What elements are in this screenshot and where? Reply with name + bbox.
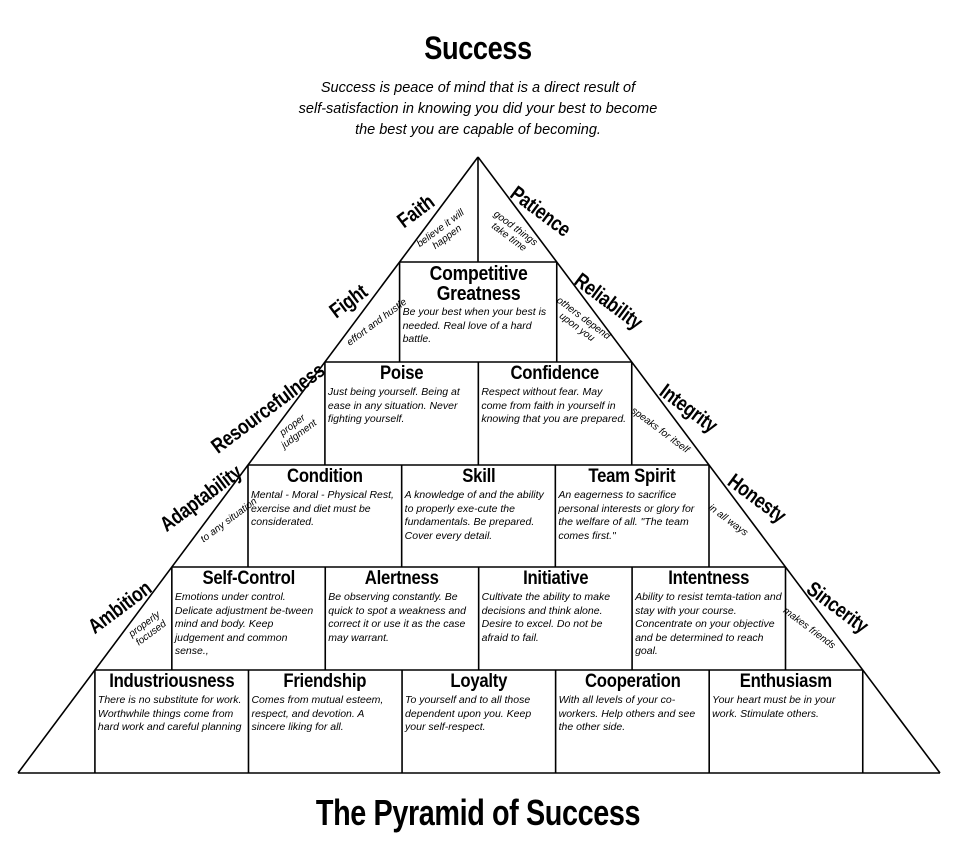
block-title: Intentness <box>668 568 750 589</box>
block-description: Your heart must be in your work. Stimula… <box>712 694 836 720</box>
block-description: Just being yourself. Being at ease in an… <box>327 386 460 425</box>
block-description: A knowledge of and the ability to proper… <box>404 489 544 542</box>
block-description: Be observing constantly. Be quick to spo… <box>328 591 466 644</box>
block-title: Confidence <box>510 363 600 384</box>
block-title: Skill <box>461 466 496 487</box>
block-title: Loyalty <box>450 671 508 692</box>
subtitle-line: Success is peace of mind that is a direc… <box>320 80 636 96</box>
pyramid-title: The Pyramid of Success <box>315 792 641 833</box>
block-description: Mental - Moral - Physical Rest, exercise… <box>251 489 394 528</box>
block-description: With all levels of your co-workers. Help… <box>558 694 696 733</box>
block-description: An eagerness to sacrifice personal inter… <box>558 489 695 542</box>
block-title: Industriousness <box>109 671 235 692</box>
block-title: Self-Control <box>202 568 295 589</box>
block-title: Cooperation <box>584 671 681 692</box>
block-title: Competitive Greatness <box>429 263 528 305</box>
block-description: Respect without fear. May come from fait… <box>481 386 627 425</box>
block-title: Initiative <box>522 568 588 589</box>
block-title: Condition <box>287 466 363 487</box>
block-description: Cultivate the ability to make decisions … <box>481 591 611 644</box>
success-definition: Success is peace of mind that is a direc… <box>200 78 756 141</box>
block-title: Friendship <box>283 671 367 692</box>
heading-success: Success <box>424 30 532 66</box>
block-description: Comes from mutual esteem, respect, and d… <box>251 694 384 733</box>
block-description: Ability to resist temta-tation and stay … <box>635 591 782 657</box>
subtitle-line: the best you are capable of becoming. <box>355 122 601 138</box>
block-title: Enthusiasm <box>739 671 833 692</box>
block-title: Alertness <box>365 568 439 589</box>
block-title: Poise <box>379 363 424 384</box>
block-title: Team Spirit <box>588 466 676 487</box>
block-description: There is no substitute for work. Worthwh… <box>97 694 242 733</box>
block-description: Be your best when your best is needed. R… <box>402 306 547 345</box>
block-description: To yourself and to all those dependent u… <box>405 694 532 733</box>
subtitle-line: self-satisfaction in knowing you did you… <box>298 101 658 117</box>
block-description: Emotions under control. Delicate adjustm… <box>174 591 314 657</box>
